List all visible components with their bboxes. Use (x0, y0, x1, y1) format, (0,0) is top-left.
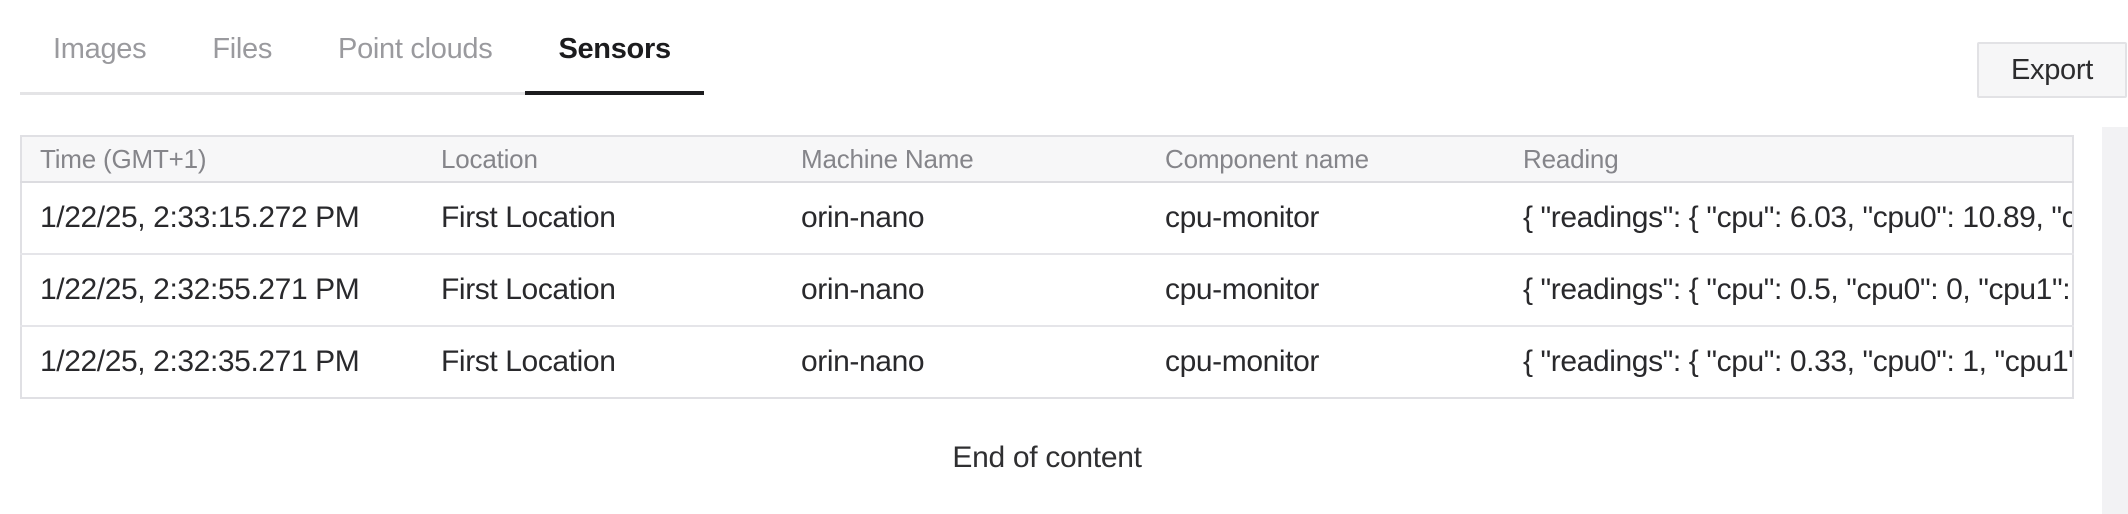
table-row[interactable]: 1/22/25, 2:33:15.272 PM First Location o… (21, 182, 2073, 254)
tab-images[interactable]: Images (53, 32, 147, 65)
cell-machine-name: orin-nano (783, 182, 1147, 254)
end-of-content-label: End of content (952, 441, 1142, 474)
export-button[interactable]: Export (1977, 42, 2127, 98)
tab-files[interactable]: Files (212, 32, 273, 65)
vertical-scrollbar[interactable] (2102, 127, 2128, 514)
cell-reading: { "readings": { "cpu": 0.33, "cpu0": 1, … (1505, 326, 2073, 398)
column-header-component-name: Component name (1147, 136, 1505, 183)
cell-reading: { "readings": { "cpu": 6.03, "cpu0": 10.… (1505, 182, 2073, 254)
cell-machine-name: orin-nano (783, 326, 1147, 398)
cell-component-name: cpu-monitor (1147, 254, 1505, 326)
cell-time: 1/22/25, 2:32:55.271 PM (21, 254, 423, 326)
column-header-location: Location (423, 136, 783, 183)
data-type-tabbar: Images Files Point clouds Sensors (20, 0, 705, 95)
cell-time: 1/22/25, 2:32:35.271 PM (21, 326, 423, 398)
table-row[interactable]: 1/22/25, 2:32:55.271 PM First Location o… (21, 254, 2073, 326)
sensor-readings-table: Time (GMT+1) Location Machine Name Compo… (20, 135, 2074, 399)
cell-component-name: cpu-monitor (1147, 182, 1505, 254)
column-header-time: Time (GMT+1) (21, 136, 423, 183)
cell-location: First Location (423, 326, 783, 398)
cell-machine-name: orin-nano (783, 254, 1147, 326)
tab-point-clouds[interactable]: Point clouds (338, 32, 493, 65)
column-header-machine-name: Machine Name (783, 136, 1147, 183)
cell-location: First Location (423, 182, 783, 254)
table-header: Time (GMT+1) Location Machine Name Compo… (21, 136, 2073, 183)
cell-reading: { "readings": { "cpu": 0.5, "cpu0": 0, "… (1505, 254, 2073, 326)
cell-component-name: cpu-monitor (1147, 326, 1505, 398)
table-row[interactable]: 1/22/25, 2:32:35.271 PM First Location o… (21, 326, 2073, 398)
tab-sensors[interactable]: Sensors (525, 0, 705, 95)
cell-location: First Location (423, 254, 783, 326)
column-header-reading: Reading (1505, 136, 2073, 183)
cell-time: 1/22/25, 2:33:15.272 PM (21, 182, 423, 254)
